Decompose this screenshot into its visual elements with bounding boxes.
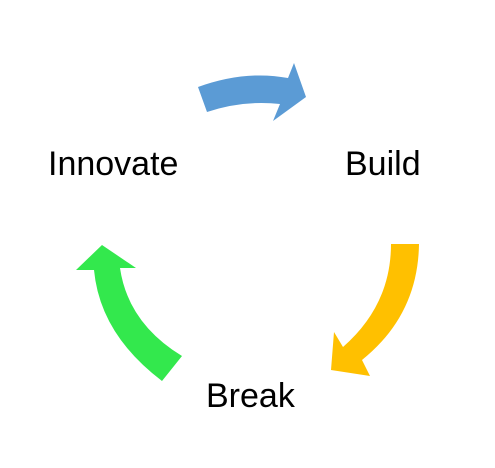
node-label-build: Build [345,145,421,183]
arrow-build-to-break [331,244,419,376]
node-label-innovate: Innovate [48,145,178,183]
arrow-break-to-innovate [76,245,182,381]
arrow-innovate-to-build [198,63,306,121]
node-label-break: Break [206,377,296,415]
